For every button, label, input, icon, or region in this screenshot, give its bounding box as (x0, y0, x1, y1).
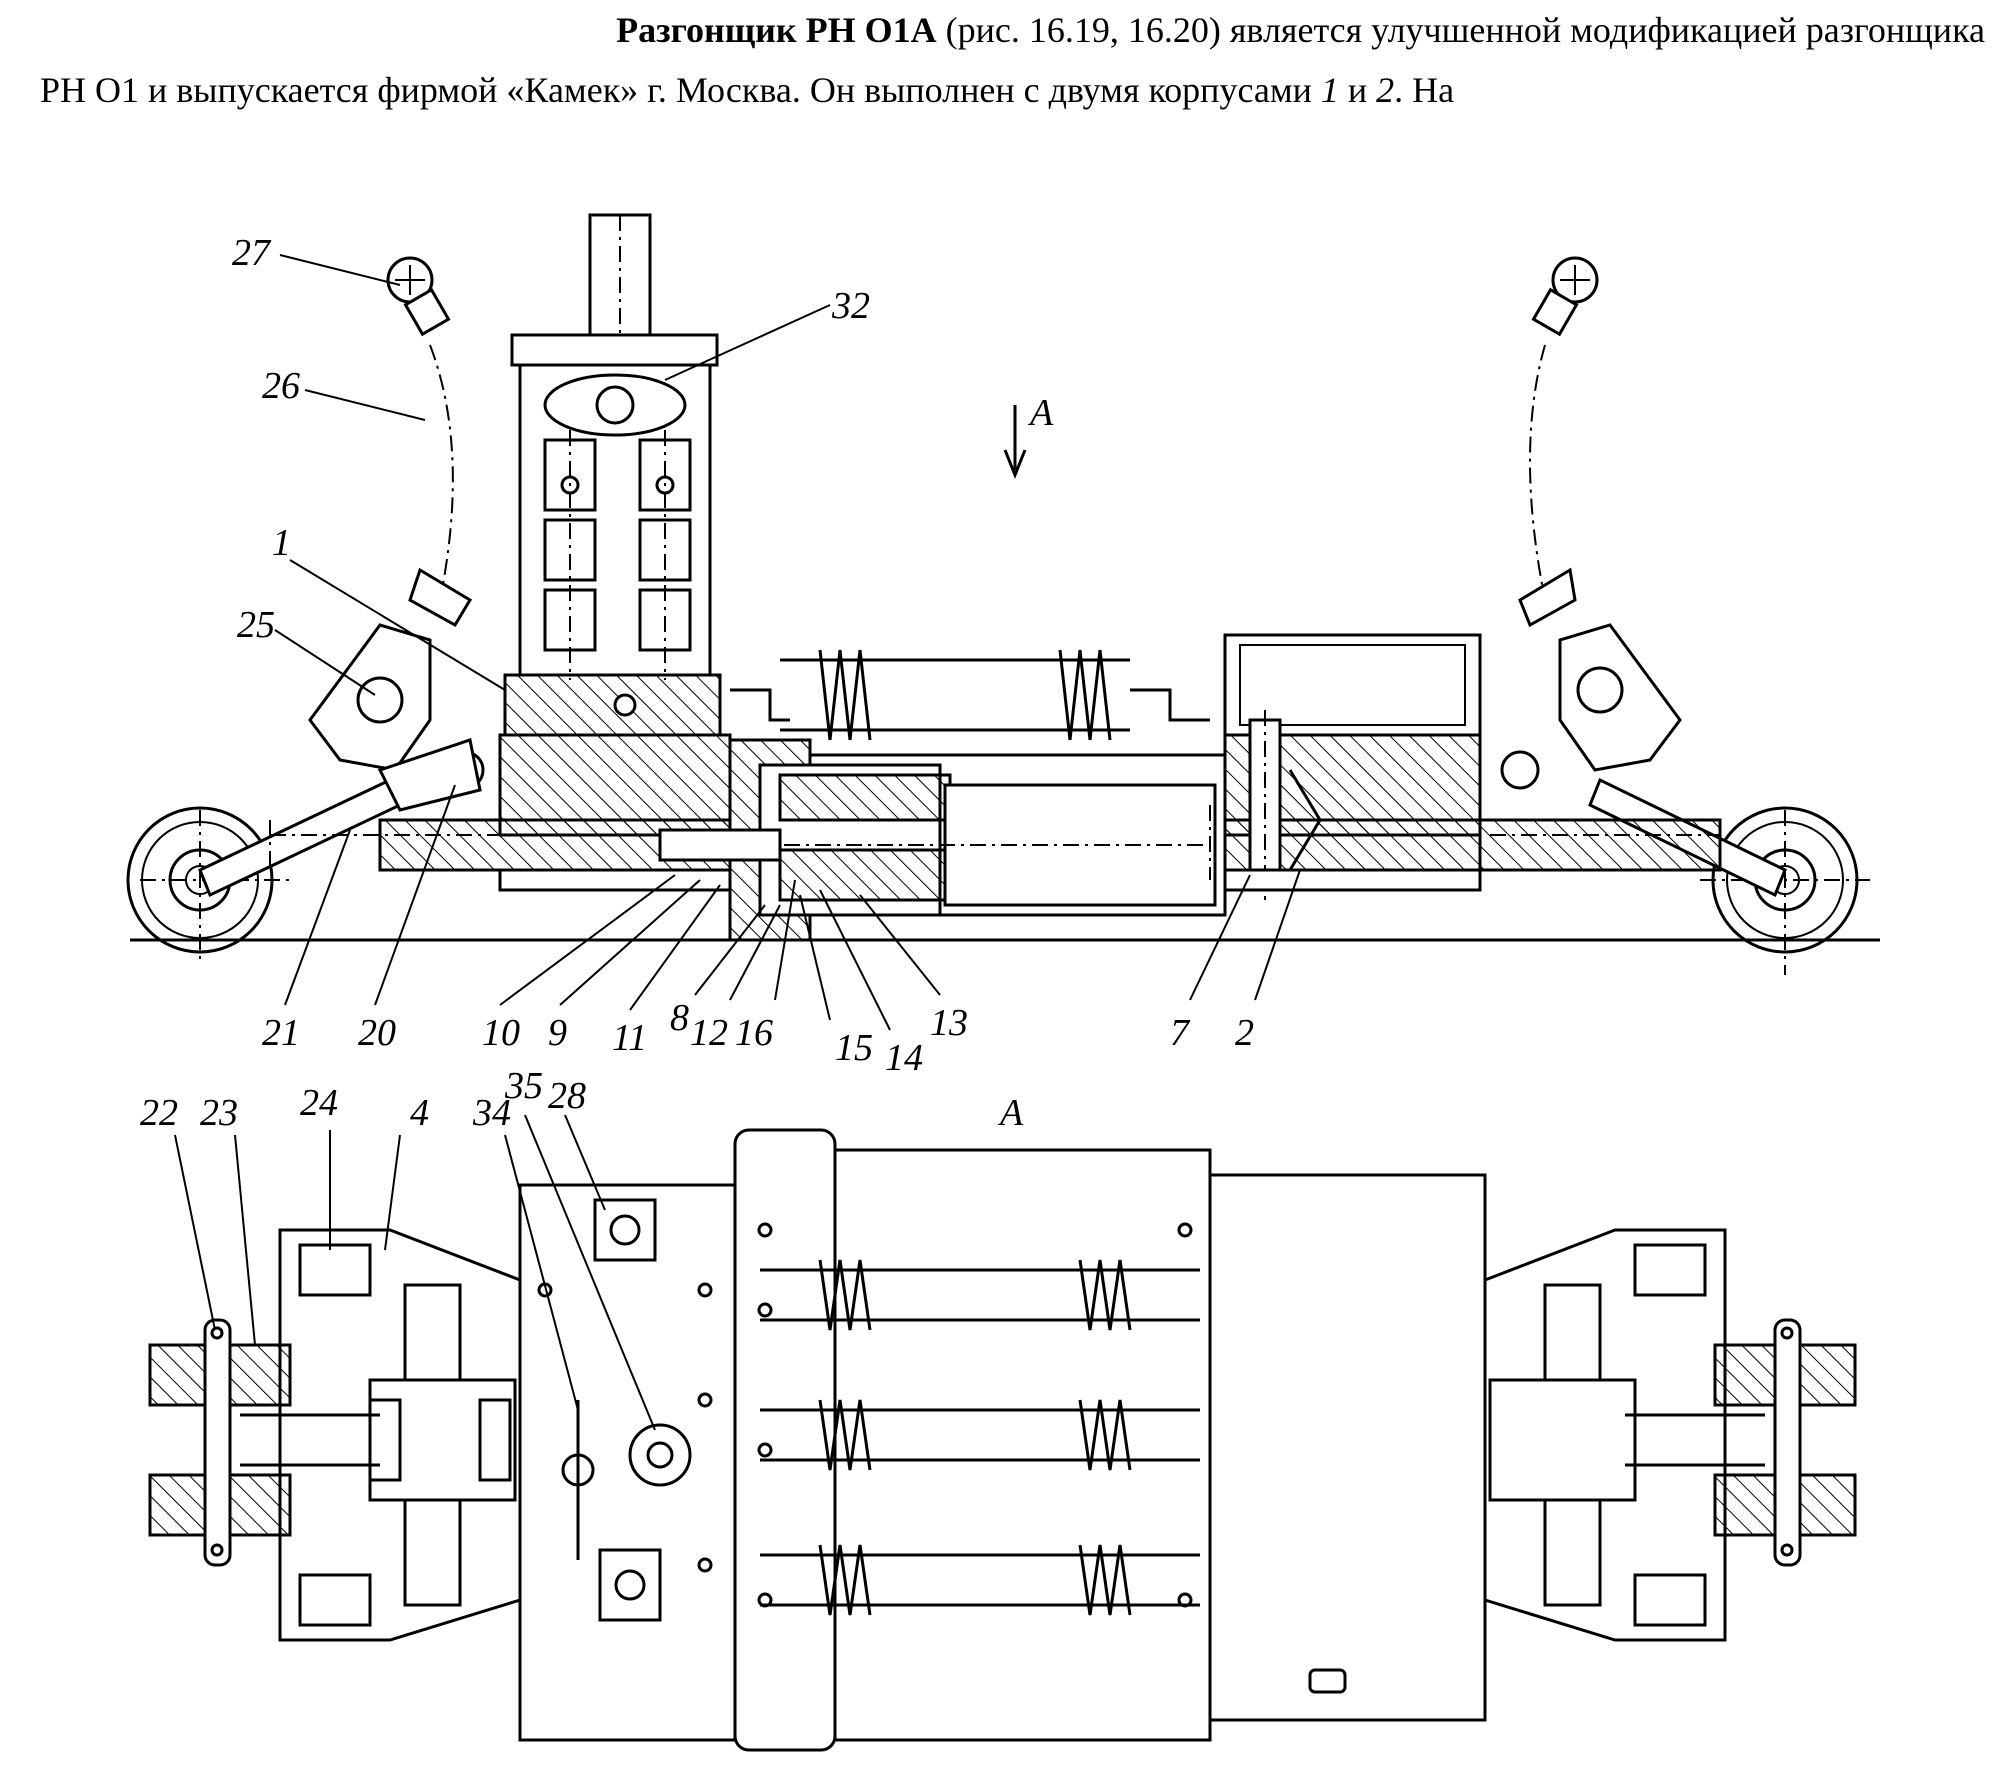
pump-unit (503, 213, 722, 737)
side-view: А 27 26 32 1 25 21 20 (126, 213, 1880, 1079)
label-15: 15 (835, 1027, 873, 1069)
left-bracket (308, 623, 432, 772)
leader-lines-side (274, 254, 1301, 1031)
paragraph-line-2-text: РН О1 и выпускается фирмой «Камек» г. Мо… (40, 70, 1321, 110)
label-9: 9 (548, 1012, 567, 1054)
paragraph-line-2-end: . На (1394, 70, 1455, 110)
left-wheel-pair (148, 1318, 292, 1567)
label-13: 13 (930, 1002, 968, 1044)
view-arrow-label: А (1027, 392, 1054, 434)
valve-35 (628, 1423, 692, 1487)
label-1: 1 (272, 522, 291, 564)
label-12: 12 (690, 1012, 728, 1054)
label-11: 11 (612, 1017, 647, 1059)
label-2: 2 (1235, 1012, 1254, 1054)
paragraph-conj: и (1338, 70, 1377, 110)
body-2-tank (1223, 633, 1482, 737)
cylinder (658, 753, 1227, 917)
top-view: А (140, 1065, 1857, 1752)
cylinder-top (833, 1148, 1212, 1742)
label-24: 24 (300, 1082, 338, 1124)
body-ref-1: 1 (1320, 70, 1339, 110)
right-wheel-pair (1713, 1318, 1857, 1567)
label-4: 4 (410, 1092, 429, 1134)
return-springs-side (730, 649, 1210, 741)
label-8: 8 (670, 997, 689, 1039)
label-23: 23 (200, 1092, 238, 1134)
label-7: 7 (1170, 1012, 1191, 1054)
label-25: 25 (237, 604, 275, 646)
label-14: 14 (885, 1037, 923, 1079)
label-10: 10 (482, 1012, 520, 1054)
label-21: 21 (262, 1012, 300, 1054)
cylinder-flange-top (733, 1128, 837, 1752)
label-16: 16 (735, 1012, 773, 1054)
label-26: 26 (262, 365, 300, 407)
device-name: Разгонщик РН О1А (616, 10, 937, 50)
label-27: 27 (232, 232, 272, 274)
label-20: 20 (358, 1012, 396, 1054)
return-springs-top (760, 1259, 1200, 1616)
left-wheel (126, 806, 290, 960)
label-34: 34 (472, 1092, 511, 1134)
label-32: 32 (831, 285, 870, 327)
label-28: 28 (548, 1075, 586, 1117)
right-wheel (1700, 806, 1870, 975)
paragraph: Разгонщик РН О1А (рис. 16.19, 16.20) явл… (40, 0, 1985, 120)
left-lever (198, 777, 402, 898)
paragraph-line-1: Разгонщик РН О1А (рис. 16.19, 16.20) явл… (40, 0, 1985, 60)
view-title: А (997, 1092, 1024, 1134)
leader-lines-top (174, 1114, 656, 1431)
paragraph-line-2: РН О1 и выпускается фирмой «Камек» г. Мо… (40, 60, 1985, 120)
label-35: 35 (504, 1065, 543, 1107)
body-ref-2: 2 (1376, 70, 1395, 110)
pump-block-top (518, 1183, 737, 1742)
body-2-top (1208, 1173, 1487, 1722)
paragraph-line-1-text: (рис. 16.19, 16.20) является улучшенной … (936, 10, 1985, 50)
label-22: 22 (140, 1092, 178, 1134)
